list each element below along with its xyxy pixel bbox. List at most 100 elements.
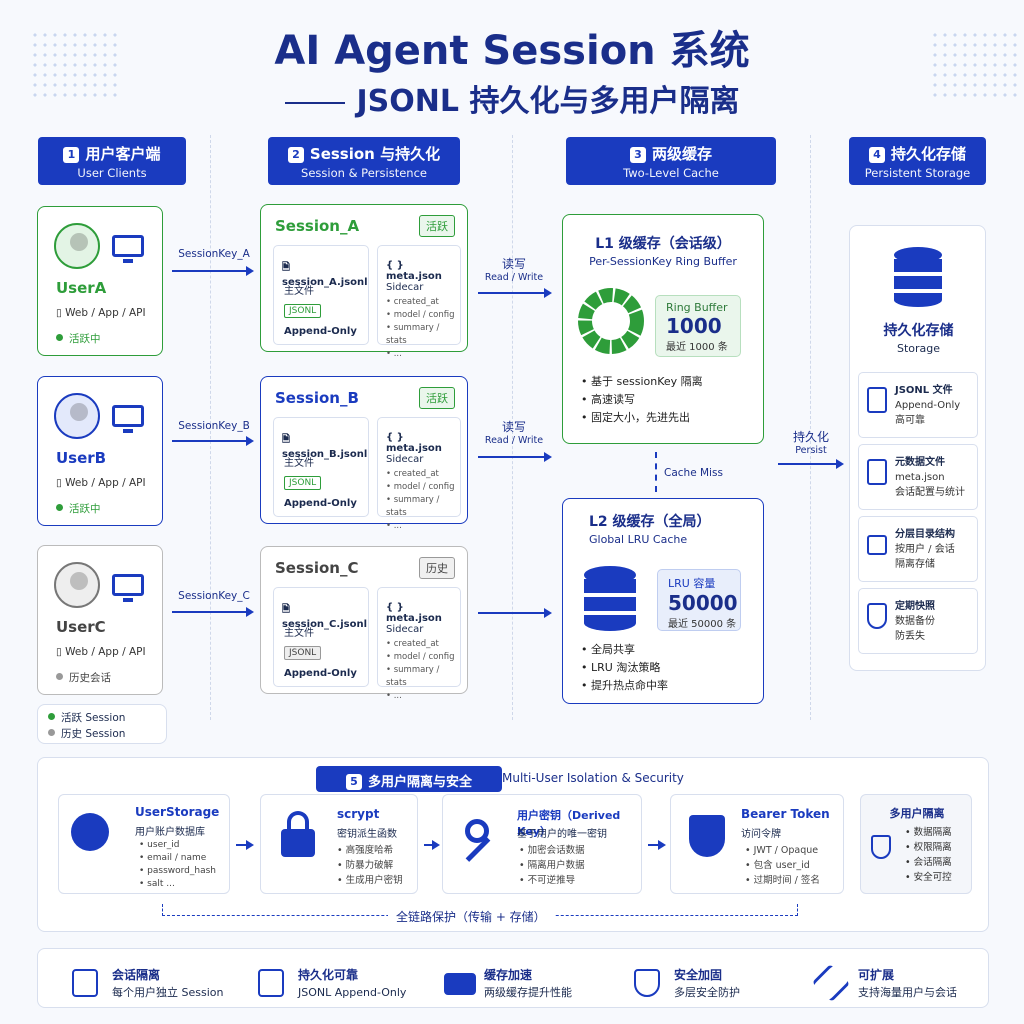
session-key-label: SessionKey_B: [178, 420, 250, 432]
meta-field: model / config: [393, 310, 455, 320]
storage-item-folders: 分层目录结构按用户 / 会话隔离存储: [858, 516, 978, 582]
l2-bullet-text: 提升热点命中率: [591, 679, 668, 692]
session-card-c[interactable]: Session_C 历史 🗎 session_C.jsonl 主文件 JSONL…: [260, 546, 468, 701]
sec-bullet-text: 隔离用户数据: [527, 860, 585, 871]
column-title: 用户客户端: [85, 145, 161, 163]
file-label: 主文件: [284, 628, 314, 639]
meta-fields: • created_at • model / config • summary …: [386, 468, 460, 533]
expand-icon: [811, 963, 851, 1003]
feature-desc: 支持海量用户与会话: [858, 986, 957, 999]
meta-field-line: • summary / stats: [386, 495, 440, 518]
sec-bullet: • user_id: [139, 840, 180, 850]
decorative-dots-left: [30, 30, 120, 100]
feature-title: 可扩展: [858, 968, 895, 982]
l2-bullet: • LRU 淘汰策略: [581, 661, 661, 674]
db-layer: [584, 579, 636, 593]
user-card-b[interactable]: UserB ▯ Web / App / API 活跃中: [37, 376, 163, 526]
lock-icon: [281, 829, 315, 857]
column-title: Session 与持久化: [309, 145, 441, 163]
meta-file-name: meta.json: [386, 271, 442, 282]
sec-bullet-text: 防暴力破解: [345, 860, 394, 871]
user-platform-text: Web / App / API: [65, 477, 146, 489]
sec-item-desc: 基于用户的唯一密钥: [517, 829, 607, 840]
l1-cache: L1 级缓存（会话级） Per-SessionKey Ring Buffer R…: [562, 214, 764, 444]
meta-field-line: • summary / stats: [386, 323, 440, 346]
sec-bullet: • JWT / Opaque: [745, 845, 819, 856]
feature-text: 会话隔离每个用户独立 Session: [112, 967, 223, 1001]
sec-bullet: • 权限隔离: [905, 842, 952, 853]
page-subtitle-text: JSONL 持久化与多用户隔离: [356, 84, 740, 119]
ring-buffer-note: 最近 1000 条: [666, 342, 728, 353]
arrow-cache-to-storage: [778, 459, 844, 469]
security-subtitle: Multi-User Isolation & Security: [502, 771, 684, 785]
session-card-b[interactable]: Session_B 活跃 🗎 session_B.jsonl 主文件 JSONL…: [260, 376, 468, 531]
lock-shackle-icon: [287, 811, 309, 833]
sec-bullet: • 过期时间 / 签名: [745, 875, 820, 886]
sec-bullet-text: 高强度哈希: [345, 845, 394, 856]
sec-item-desc: 密钥派生函数: [337, 829, 397, 840]
file-label: 主文件: [284, 286, 314, 297]
jsonl-file-name: session_C.jsonl: [282, 619, 367, 630]
user-platform-text: Web / App / API: [65, 307, 146, 319]
user-avatar-icon: [54, 562, 100, 608]
sec-item-bearer-token: Bearer Token 访问令牌 • JWT / Opaque • 包含 us…: [670, 794, 844, 894]
monitor-icon: [112, 235, 144, 263]
storage-item-line: 数据备份: [895, 616, 935, 627]
persist-label-en: Persist: [795, 445, 827, 456]
user-name: UserA: [56, 279, 107, 297]
key-icon: [465, 819, 489, 843]
sec-item-bullets: • 数据隔离 • 权限隔离 • 会话隔离 • 安全可控: [905, 825, 952, 885]
jsonl-tag-wrap: JSONL: [284, 476, 322, 490]
column-subtitle: Session & Persistence: [301, 166, 427, 180]
meta-field-line: • model / config: [386, 482, 455, 492]
page-title: AI Agent Session 系统: [274, 28, 750, 74]
l1-bullet: • 基于 sessionKey 隔离: [581, 375, 703, 388]
step-number: 1: [63, 147, 80, 163]
legend: 活跃 Session 历史 Session: [37, 704, 167, 744]
storage-item-text: 分层目录结构按用户 / 会话隔离存储: [895, 527, 955, 572]
ring-center: [597, 307, 625, 335]
storage-item-line: meta.json: [895, 472, 945, 483]
lru-label: LRU 容量: [668, 577, 716, 590]
step-number: 5: [345, 774, 362, 790]
security-flow-arrow: [424, 840, 440, 850]
storage-item-line: 按用户 / 会话: [895, 544, 955, 555]
db-layer: [894, 276, 942, 289]
cache-miss-arrow: [655, 452, 657, 492]
status-dot: [56, 673, 63, 680]
status-dot: [56, 334, 63, 341]
session-card-a[interactable]: Session_A 活跃 🗎 session_A.jsonl 主文件 JSONL…: [260, 204, 468, 359]
storage-item-title: JSONL 文件: [895, 385, 953, 396]
rw-label-en: Read / Write: [484, 272, 544, 283]
legend-active: 活跃 Session: [48, 710, 156, 726]
meta-fields: • created_at • model / config • summary …: [386, 296, 460, 361]
storage-item-line: Append-Only: [895, 400, 961, 411]
meta-field-line: • created_at: [386, 469, 439, 479]
sec-bullet-text: 生成用户密钥: [345, 875, 403, 886]
l1-title: L1 级缓存（会话级）: [595, 236, 731, 252]
sec-bullet: • 安全可控: [905, 872, 952, 883]
jsonl-file: 🗎 session_A.jsonl: [282, 262, 368, 288]
sec-item-bullets: • 高强度哈希 • 防暴力破解 • 生成用户密钥: [337, 843, 403, 888]
rw-label-en: Read / Write: [484, 435, 544, 446]
sidecar-label: Sidecar: [386, 282, 424, 293]
sidecar-label: Sidecar: [386, 454, 424, 465]
user-platform-text: Web / App / API: [65, 646, 146, 658]
security-panel: 5 多用户隔离与安全 Multi-User Isolation & Securit…: [37, 757, 989, 932]
user-card-a[interactable]: UserA ▯ Web / App / API 活跃中: [37, 206, 163, 356]
user-card-c[interactable]: UserC ▯ Web / App / API 历史会话: [37, 545, 163, 695]
sec-bullet: • 生成用户密钥: [337, 875, 403, 886]
db-layer: [894, 259, 942, 272]
ring-segments: [578, 288, 644, 354]
l1-bullets: • 基于 sessionKey 隔离 • 高速读写 • 固定大小，先进先出: [581, 373, 703, 427]
jsonl-file-box: 🗎 session_A.jsonl 主文件 JSONL Append-Only: [273, 245, 369, 345]
meta-field: model / config: [393, 652, 455, 662]
rw-label-zh: 读写: [501, 420, 526, 434]
sec-item-title: UserStorage: [135, 805, 220, 819]
file-icon: [867, 387, 887, 413]
security-title: 多用户隔离与安全: [367, 775, 472, 790]
user-platform: ▯ Web / App / API: [56, 477, 146, 489]
